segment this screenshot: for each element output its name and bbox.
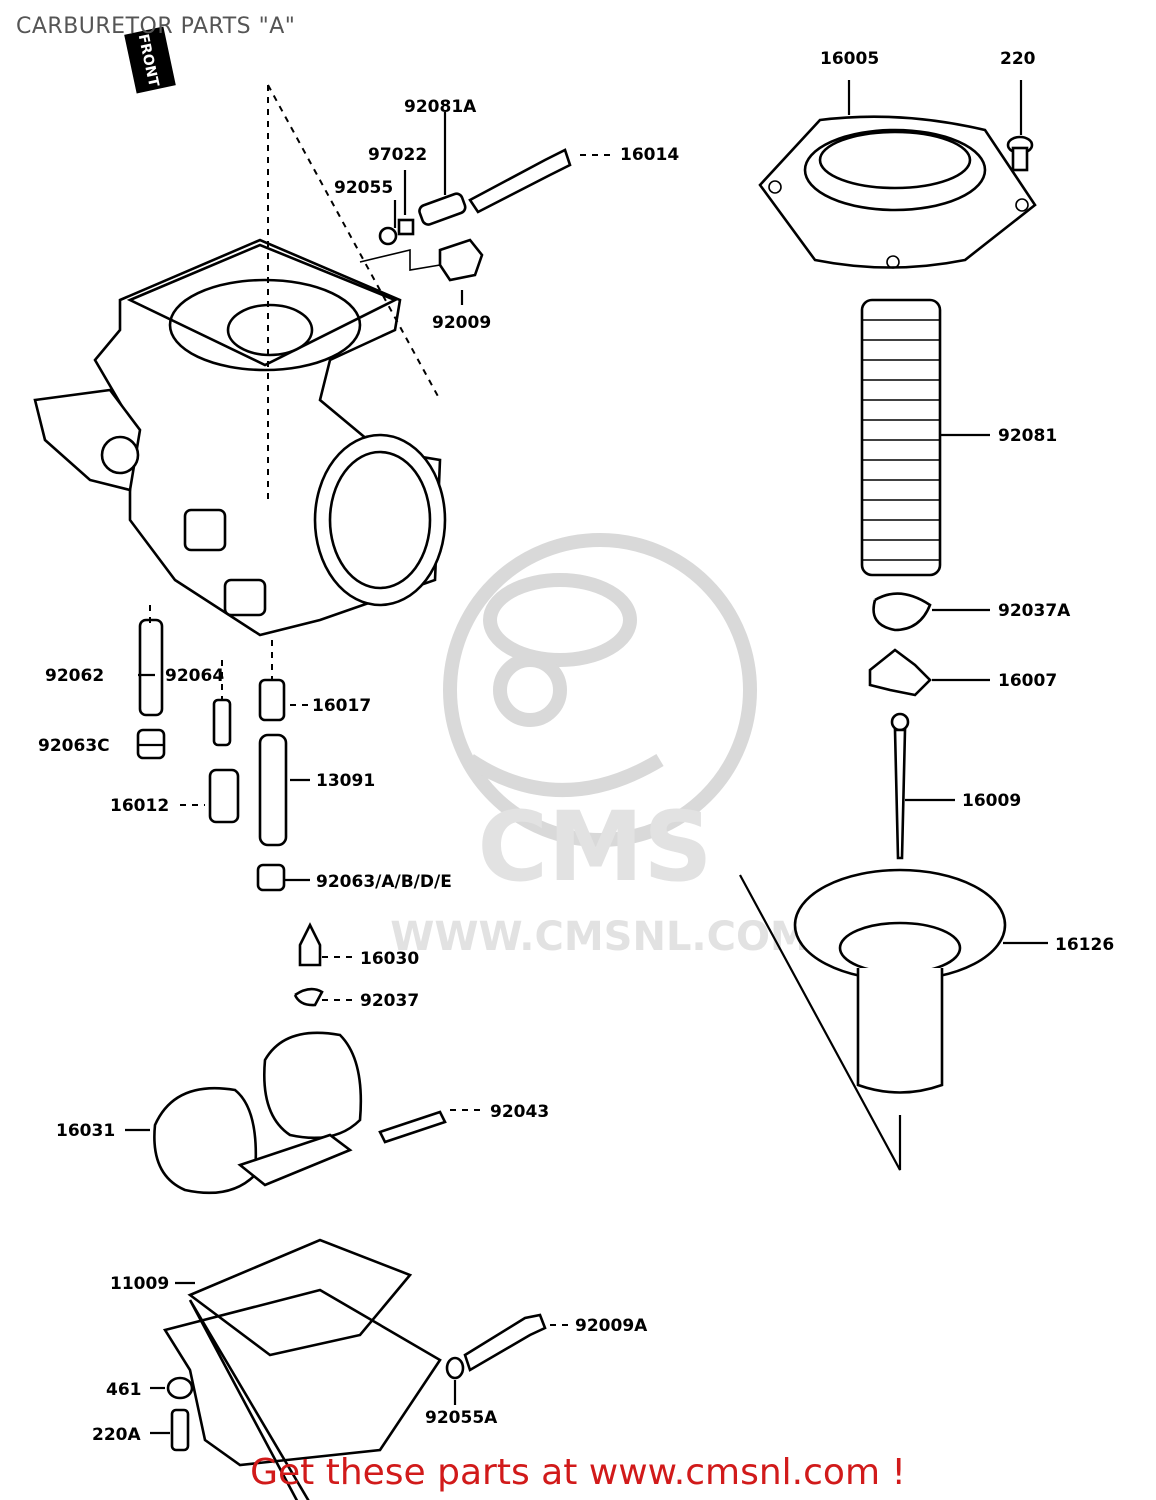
footer-link-text[interactable]: Get these parts at www.cmsnl.com ! xyxy=(250,1452,906,1493)
jet-16012 xyxy=(208,768,240,824)
pin-92043 xyxy=(378,1110,447,1144)
washer-461 xyxy=(166,1376,194,1400)
jet-92062 xyxy=(138,618,164,717)
part-label-92063ABDE: 92063/A/B/D/E xyxy=(316,872,452,892)
spring-92081 xyxy=(860,298,942,577)
part-label-97022: 97022 xyxy=(368,145,427,165)
carburetor-body xyxy=(33,238,447,637)
jet-92063 xyxy=(256,863,286,892)
part-label-16009: 16009 xyxy=(962,791,1021,811)
part-label-220: 220 xyxy=(1000,49,1036,69)
spring-92081A xyxy=(418,192,467,226)
part-label-16017: 16017 xyxy=(312,696,371,716)
screw-220A xyxy=(170,1408,190,1452)
part-label-92055: 92055 xyxy=(334,178,393,198)
washer-97022 xyxy=(397,218,415,236)
gasket-11009 xyxy=(187,1238,413,1357)
clip-92037A xyxy=(872,592,932,632)
part-label-11009: 11009 xyxy=(110,1274,169,1294)
front-stamp: FRONT xyxy=(124,26,176,94)
float-bowl xyxy=(162,1288,442,1500)
part-label-92081A: 92081A xyxy=(404,97,477,117)
page-title: CARBURETOR PARTS "A" xyxy=(16,14,296,39)
part-label-461: 461 xyxy=(106,1380,142,1400)
holder-16007 xyxy=(868,648,932,697)
watermark-url-text: WWW.CMSNL.COM xyxy=(390,914,810,960)
part-label-220A: 220A xyxy=(92,1425,141,1445)
part-label-92062: 92062 xyxy=(45,666,104,686)
part-label-16005: 16005 xyxy=(820,49,879,69)
jet-16017 xyxy=(258,678,286,722)
part-label-16014: 16014 xyxy=(620,145,679,165)
part-label-16012: 16012 xyxy=(110,796,169,816)
clip-92037 xyxy=(293,987,324,1007)
part-label-16007: 16007 xyxy=(998,671,1057,691)
part-label-92043: 92043 xyxy=(490,1102,549,1122)
oring-92055A xyxy=(445,1356,465,1380)
part-label-92009: 92009 xyxy=(432,313,491,333)
drain-92009A xyxy=(463,1313,547,1372)
plug-92009 xyxy=(438,238,484,282)
part-label-16030: 16030 xyxy=(360,949,419,969)
part-label-16031: 16031 xyxy=(56,1121,115,1141)
part-label-16126: 16126 xyxy=(1055,935,1114,955)
float-16031 xyxy=(153,1031,363,1195)
part-label-13091: 13091 xyxy=(316,771,375,791)
top-cover xyxy=(758,115,1037,269)
screw-92064 xyxy=(212,698,232,747)
part-label-92037A: 92037A xyxy=(998,601,1071,621)
valve-16014 xyxy=(468,148,572,214)
slide-16126 xyxy=(793,868,1007,1094)
oring-92055 xyxy=(378,226,398,246)
watermark-logo-text: CMS xyxy=(477,791,712,903)
part-label-92009A: 92009A xyxy=(575,1316,648,1336)
part-label-92055A: 92055A xyxy=(425,1408,498,1428)
screw-220 xyxy=(1006,135,1034,172)
needle-16009 xyxy=(890,712,910,860)
needle-valve-16030 xyxy=(298,922,322,967)
part-label-92081: 92081 xyxy=(998,426,1057,446)
part-label-92064: 92064 xyxy=(165,666,224,686)
watermark: CMS WWW.CMSNL.COM xyxy=(390,533,810,960)
needle-jet-13091 xyxy=(258,733,288,847)
part-label-92037: 92037 xyxy=(360,991,419,1011)
part-label-92063C: 92063C xyxy=(38,736,110,756)
